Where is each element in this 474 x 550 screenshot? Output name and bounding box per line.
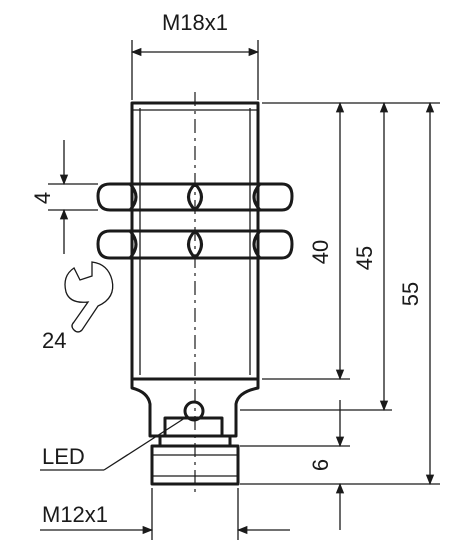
- lower-nut: [96, 229, 294, 260]
- dim-nut-thickness: 4: [30, 140, 98, 254]
- thread-connector-label: M12x1: [42, 502, 108, 527]
- led-indicator: [183, 400, 205, 422]
- upper-nut: [96, 182, 294, 212]
- length-55-label: 55: [398, 282, 423, 306]
- nut-thickness-label: 4: [30, 192, 55, 204]
- dim-thread-main: M18x1: [130, 10, 260, 100]
- wrench-icon: [64, 261, 114, 333]
- dim-lengths: 40 45 55 6: [240, 101, 440, 530]
- length-40-label: 40: [308, 240, 333, 264]
- led-callout: LED: [40, 415, 189, 471]
- wrench-size-label: 24: [42, 328, 66, 353]
- connector-length-label: 6: [308, 459, 333, 471]
- sensor-body: [96, 92, 294, 495]
- dim-thread-connector: M12x1: [40, 488, 290, 540]
- length-45-label: 45: [352, 246, 377, 270]
- led-label: LED: [42, 444, 85, 469]
- thread-main-label: M18x1: [162, 10, 228, 35]
- body-neck: [130, 377, 260, 438]
